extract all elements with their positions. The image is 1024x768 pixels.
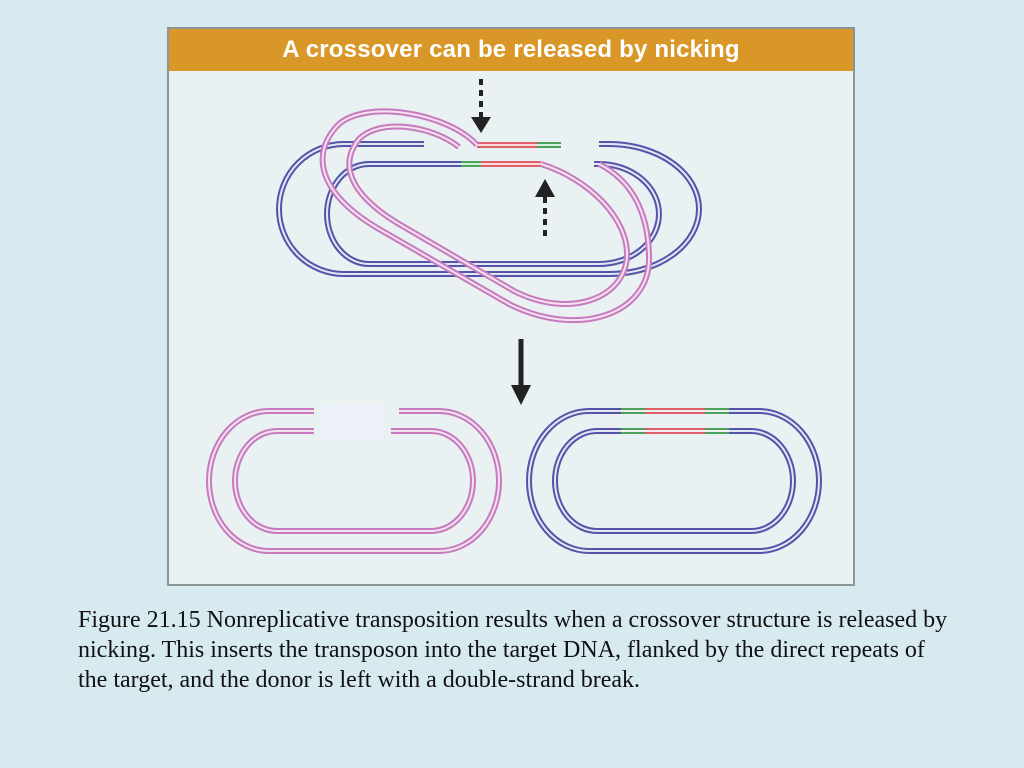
target-with-transposon: [526, 408, 822, 554]
figure-panel: A crossover can be released by nicking: [167, 27, 855, 586]
donor-dna-outer-strand: [319, 108, 653, 324]
target-dna-outer-strand: [276, 141, 702, 277]
nick-arrow-top: [471, 79, 491, 133]
figure-title: A crossover can be released by nicking: [169, 29, 853, 71]
crossover-structure: [276, 79, 702, 324]
nick-arrow-bottom: [535, 179, 555, 237]
double-strand-break: [321, 404, 383, 438]
reaction-arrow: [511, 339, 531, 405]
figure-caption: Figure 21.15 Nonreplicative transpositio…: [78, 607, 948, 693]
transposition-diagram: [206, 79, 822, 554]
donor-with-break: [206, 404, 502, 554]
donor-dna-inner-strand: [346, 123, 631, 307]
